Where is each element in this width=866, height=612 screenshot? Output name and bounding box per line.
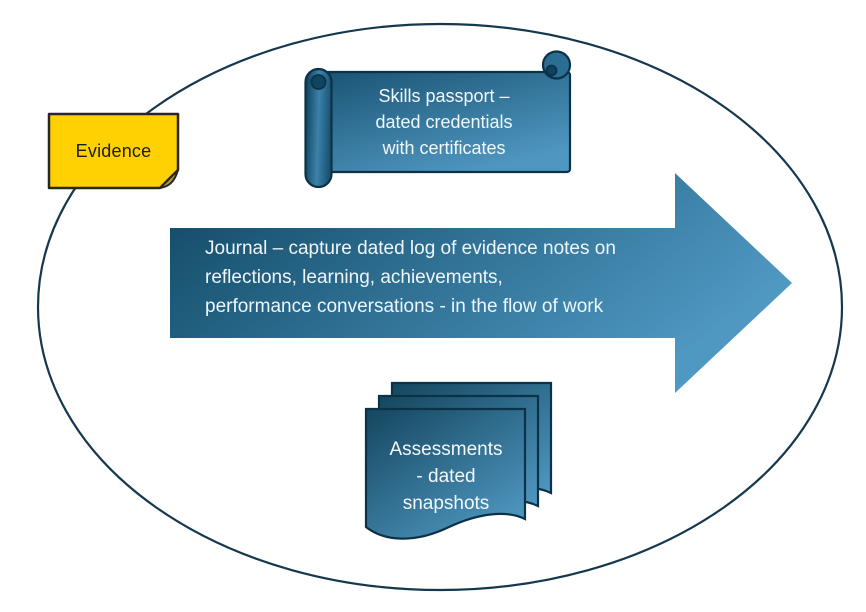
boundary-ellipse [36,22,844,592]
document-sheet-front [364,407,527,540]
sticky-note [47,112,180,190]
evidence-sticky-note-shape [47,112,180,190]
scroll-top-curl-icon [541,50,572,80]
assessments-documents-shape [364,381,553,540]
scroll-body [316,70,572,174]
journal-arrow-shape [170,173,792,393]
skills-passport-scroll-shape [304,50,572,189]
scroll-top-curl-notch [545,64,558,77]
scroll-left-roll-curl [310,74,327,90]
arrow-right-icon [170,173,792,393]
sticky-note-fold-icon [159,169,179,189]
scroll-left-roll [304,67,333,189]
